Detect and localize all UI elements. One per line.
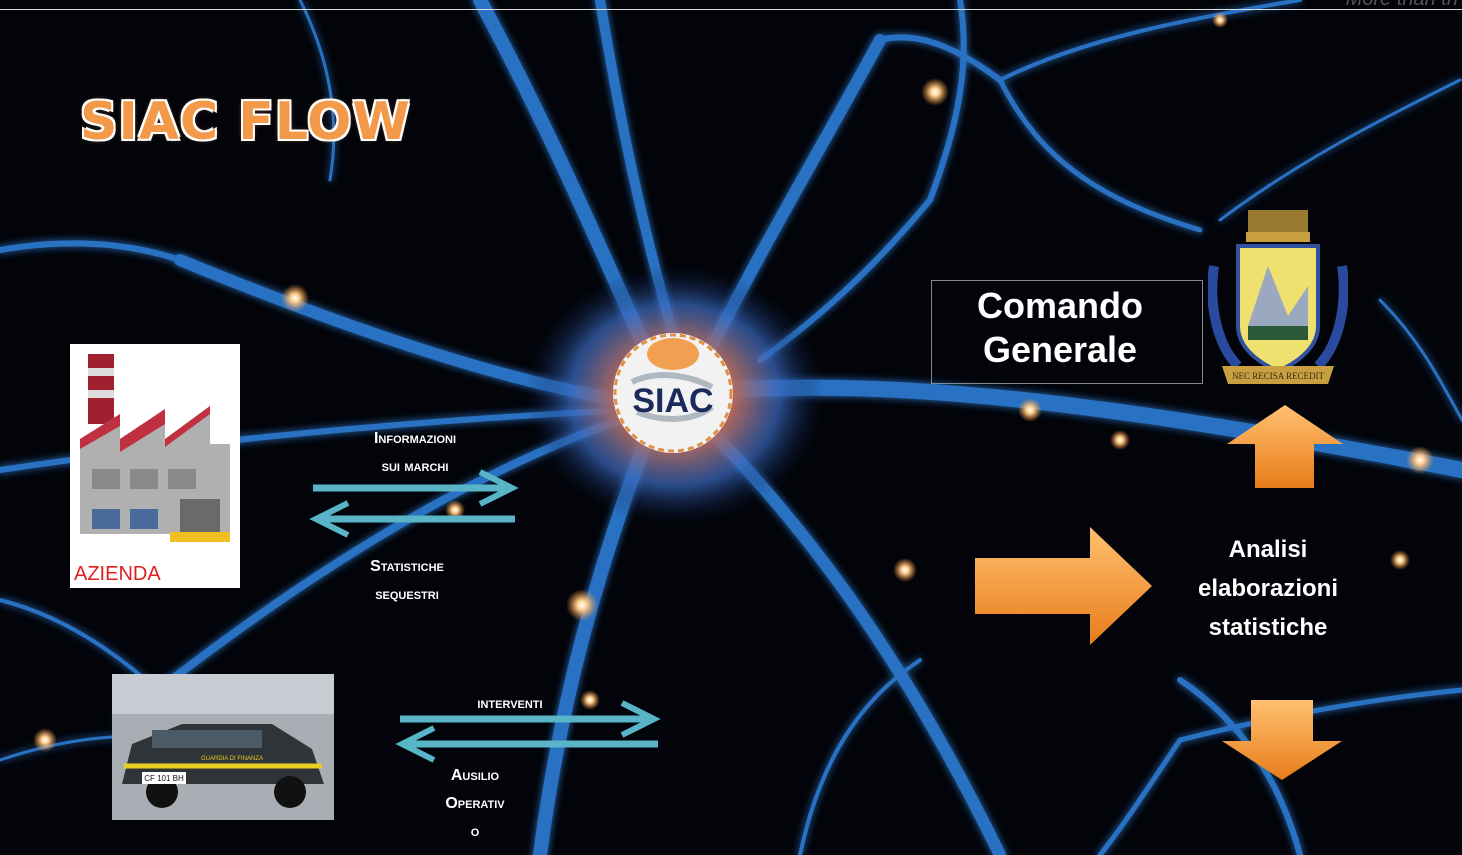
statistiche-label: Statistiche sequestri bbox=[292, 553, 522, 609]
header-rule bbox=[0, 9, 1462, 10]
factory-icon bbox=[80, 354, 230, 542]
orange-arrow-up bbox=[1227, 405, 1343, 488]
company-card: AZIENDA bbox=[70, 344, 240, 588]
stat-line-1: Statistiche bbox=[370, 558, 444, 575]
crest-icon: NEC RECISA RECEDIT bbox=[1208, 210, 1348, 384]
interventi-label: interventi bbox=[395, 690, 625, 718]
analysis-line-1: Analisi bbox=[1228, 536, 1308, 563]
ausilio-line-3: o bbox=[470, 823, 480, 840]
analysis-line-3: statistiche bbox=[1208, 614, 1328, 641]
stat-line-2: sequestri bbox=[375, 586, 439, 603]
comando-label: Comando Generale bbox=[950, 284, 1170, 372]
plate-text: CF 101 BH bbox=[144, 774, 184, 783]
orange-arrow-down bbox=[1222, 700, 1342, 780]
globe-icon: SIAC bbox=[613, 333, 733, 453]
analysis-line-2: elaborazioni bbox=[1197, 575, 1339, 602]
interventi-line: interventi bbox=[477, 695, 543, 712]
comando-line-2: Generale bbox=[982, 329, 1138, 370]
analysis-label: Analisi elaborazioni statistiche bbox=[1168, 530, 1368, 647]
comando-box bbox=[931, 280, 1203, 384]
car-side-text: GUARDIA DI FINANZA bbox=[201, 756, 263, 762]
police-car-icon: CF 101 BH GUARDIA DI FINANZA bbox=[112, 674, 334, 820]
ausilio-line-1: Ausilio bbox=[450, 767, 500, 784]
company-arrows bbox=[309, 469, 519, 538]
info-marchi-label: Informazioni sui marchi bbox=[300, 425, 530, 481]
police-car-card: CF 101 BH GUARDIA DI FINANZA bbox=[112, 674, 334, 820]
orange-arrow-right bbox=[975, 527, 1152, 645]
company-label: AZIENDA bbox=[74, 563, 161, 585]
police-arrows bbox=[395, 700, 661, 763]
info-line-2: sui marchi bbox=[381, 458, 449, 475]
siac-logo: SIAC bbox=[612, 332, 734, 454]
comando-line-1: Comando bbox=[977, 285, 1143, 326]
ausilio-label: Ausilio Operativ o bbox=[360, 762, 590, 846]
crest-motto: NEC RECISA RECEDIT bbox=[1232, 371, 1325, 381]
logo-text: SIAC bbox=[632, 382, 713, 420]
corner-text: More than th bbox=[1346, 0, 1458, 11]
ausilio-line-2: Operativ bbox=[445, 795, 505, 812]
slide-title: SIAC FLOW bbox=[80, 92, 411, 152]
info-line-1: Informazioni bbox=[373, 430, 457, 447]
